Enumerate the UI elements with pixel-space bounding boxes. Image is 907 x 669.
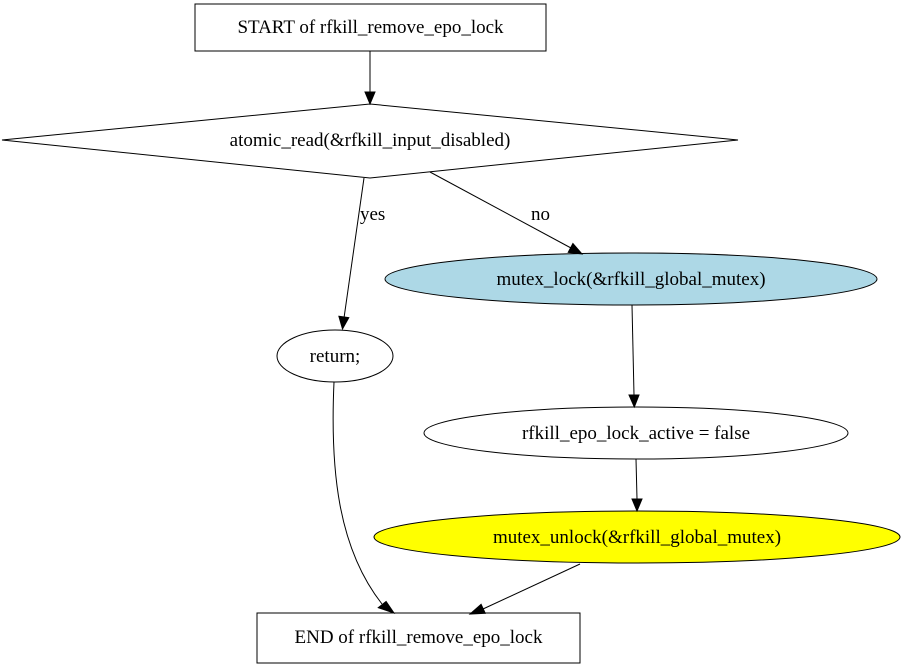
edge-mutex-unlock-to-end (468, 563, 581, 615)
assign-node: rfkill_epo_lock_active = false (423, 406, 849, 460)
mutex-unlock-node: mutex_unlock(&rfkill_global_mutex) (373, 510, 901, 564)
mutex-lock-node: mutex_lock(&rfkill_global_mutex) (384, 252, 878, 306)
condition-node: atomic_read(&rfkill_input_disabled) (1, 103, 739, 179)
edge-label-no: no (531, 204, 550, 225)
mutex-unlock-label: mutex_unlock(&rfkill_global_mutex) (493, 527, 781, 548)
edge-condition-no-to-mutex-lock: no (429, 171, 584, 255)
edge-condition-yes-to-return: yes (338, 177, 385, 331)
mutex-lock-shape (384, 252, 878, 306)
start-node-label: START of rfkill_remove_epo_lock (237, 17, 504, 38)
edge-label-yes: yes (360, 204, 385, 225)
mutex-lock-label: mutex_lock(&rfkill_global_mutex) (496, 269, 765, 290)
condition-node-label: atomic_read(&rfkill_input_disabled) (230, 130, 511, 151)
edge-start-to-condition (364, 51, 376, 106)
return-node: return; (276, 329, 394, 383)
edge-return-to-end (332, 381, 396, 614)
start-node: START of rfkill_remove_epo_lock (194, 3, 547, 52)
end-node-label: END of rfkill_remove_epo_lock (295, 627, 543, 648)
assign-node-label: rfkill_epo_lock_active = false (522, 423, 750, 444)
edge-assign-to-mutex-unlock (631, 458, 643, 513)
edge-mutex-lock-to-assign (628, 304, 640, 409)
end-node: END of rfkill_remove_epo_lock (256, 612, 581, 664)
return-node-label: return; (310, 346, 361, 367)
